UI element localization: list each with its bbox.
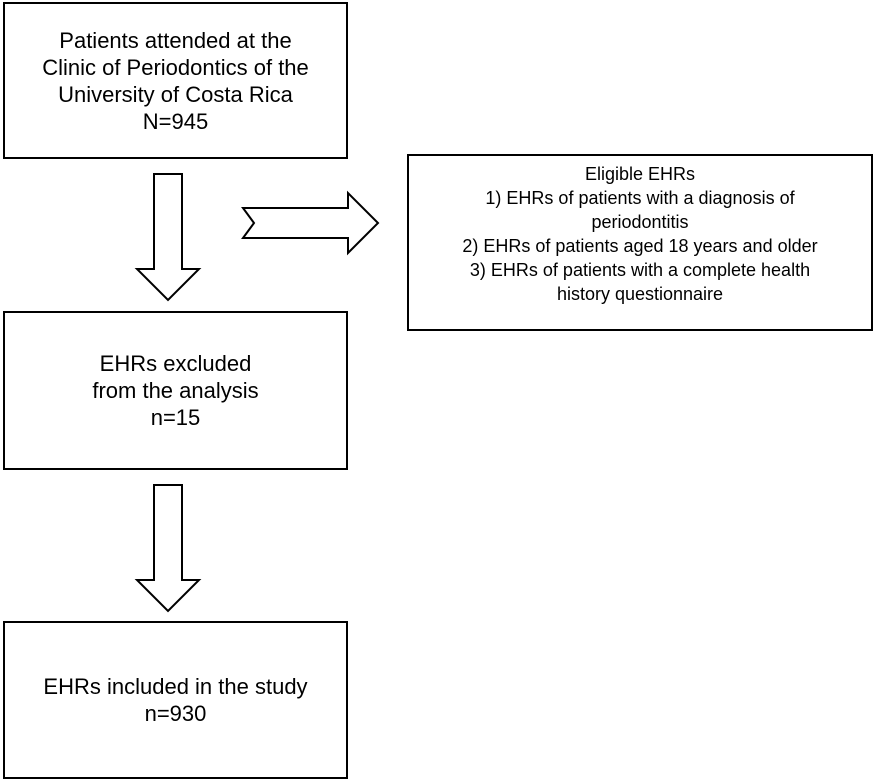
eligible-box-line-4: 2) EHRs of patients aged 18 years and ol… — [462, 236, 818, 256]
excluded-box-line-2: from the analysis — [92, 378, 259, 403]
included-box-line-2: n=930 — [144, 701, 207, 726]
down-arrow-to-included — [134, 484, 202, 613]
excluded-ehrs-box: EHRs excluded from the analysis n=15 — [3, 311, 348, 470]
start-box-line-1: Patients attended at the — [59, 27, 292, 53]
eligible-box-line-1: Eligible EHRs — [584, 164, 696, 184]
eligible-box-line-6: history questionnaire — [556, 284, 724, 304]
right-arrow-to-eligible — [241, 190, 380, 256]
included-box-line-1: EHRs included in the study — [43, 674, 308, 699]
start-box-line-3: University of Costa Rica — [58, 81, 293, 107]
eligible-box-line-2: 1) EHRs of patients with a diagnosis of — [485, 188, 795, 208]
excluded-box-line-3: n=15 — [150, 405, 201, 430]
start-box-patients-attended: Patients attended at the Clinic of Perio… — [3, 2, 348, 159]
start-box-line-4: N=945 — [142, 108, 209, 134]
down-arrow-to-excluded — [134, 173, 202, 302]
included-ehrs-box: EHRs included in the study n=930 — [3, 621, 348, 779]
start-box-line-2: Clinic of Periodontics of the — [42, 54, 309, 80]
eligible-ehrs-box: Eligible EHRs 1) EHRs of patients with a… — [407, 154, 873, 331]
excluded-box-line-1: EHRs excluded — [99, 351, 252, 376]
eligible-box-line-3: periodontitis — [591, 212, 689, 232]
eligible-box-line-5: 3) EHRs of patients with a complete heal… — [469, 260, 811, 280]
